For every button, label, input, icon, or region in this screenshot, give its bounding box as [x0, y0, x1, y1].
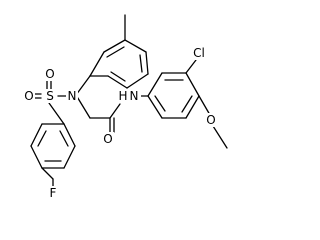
bond-cmp-6-inner — [154, 95, 166, 112]
bond-cmp-4-inner — [181, 95, 193, 113]
atom-amide-oxygen: O — [103, 132, 112, 146]
molecule-structure: S O O N H N O Cl O F — [23, 14, 228, 200]
atom-sulfonyl-oxygen-top: O — [45, 67, 54, 81]
bond-fph-3 — [30, 145, 43, 169]
bond-tolyl-4-inner — [139, 54, 143, 73]
atom-amide-nitrogen-h: H — [118, 89, 127, 103]
bond-s-fluorophenyl — [48, 102, 65, 125]
bond-n-ch2 — [75, 94, 91, 119]
bond-fph-f-link — [41, 167, 54, 180]
bond-cmp-6 — [147, 95, 163, 119]
atom-sulfonamide-nitrogen: N — [68, 89, 77, 103]
bond-tolyl-2-inner — [106, 46, 125, 58]
bond-carbonyl-nh — [109, 103, 121, 119]
bond-tolyl-1 — [89, 51, 105, 77]
bond-fph-6-inner — [59, 130, 69, 147]
bond-cmp-chlorine — [185, 59, 197, 74]
atom-labels: S O O N H N O Cl O F — [23, 46, 217, 200]
bond-cmp-1 — [147, 72, 163, 97]
bond-cmp-4 — [185, 95, 200, 119]
bond-methoxy-methyl — [212, 125, 228, 149]
bond-fph-6 — [63, 123, 76, 147]
atom-methoxy-oxygen: O — [206, 113, 215, 127]
atom-sulfur: S — [46, 89, 54, 103]
bond-fph-2 — [30, 123, 43, 147]
bond-cmp-3 — [185, 72, 200, 97]
bond-tolyl-4 — [145, 51, 149, 75]
bonds — [30, 14, 228, 197]
bond-fph-5 — [63, 145, 76, 169]
bond-tolyl-6 — [107, 75, 128, 89]
atom-sulfonyl-oxygen-left: O — [24, 89, 33, 103]
bond-tolyl-5 — [126, 73, 149, 89]
bond-n-tolyl — [75, 75, 91, 96]
bond-tolyl-3 — [124, 39, 147, 53]
bond-fph-2-inner — [37, 130, 47, 147]
bond-cmp-methoxy-o — [198, 95, 211, 116]
atom-amide-nitrogen: N — [130, 89, 139, 103]
atom-chlorine: Cl — [193, 46, 205, 60]
atom-fluorine: F — [50, 186, 57, 200]
bond-tolyl-2 — [103, 39, 126, 53]
bond-tolyl-6-inner — [110, 71, 126, 82]
